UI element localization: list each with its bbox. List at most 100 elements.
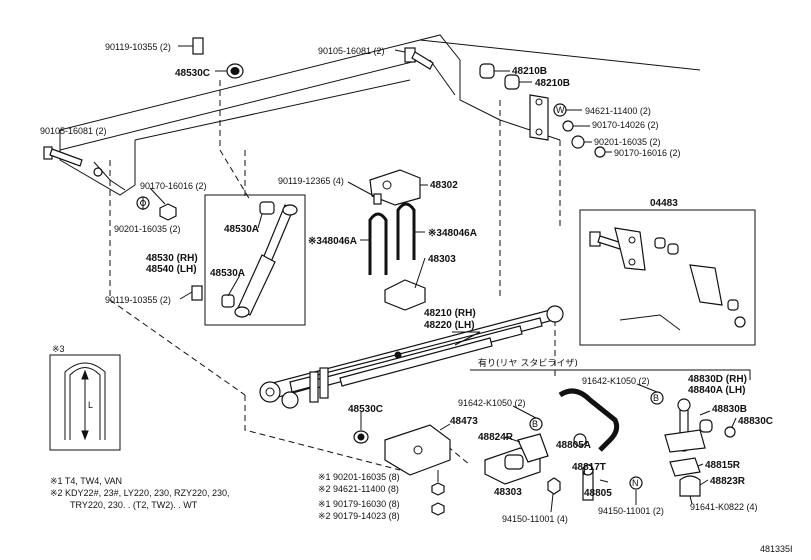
callout-label: 48530A — [210, 268, 245, 279]
stabilizer-link-48830 — [664, 398, 706, 453]
nut-94150-left — [547, 477, 561, 495]
nut-90170-16016 — [594, 146, 606, 158]
note-line: TRY220, 230. . (T2, TW2). . WT — [70, 500, 198, 510]
callout-label: 48815R — [705, 460, 741, 471]
bracket-48824r — [517, 433, 549, 463]
callout-label: 94621-11400 (2) — [585, 106, 651, 116]
callout-label: ※348046A — [308, 236, 357, 247]
bolt-top-left — [192, 37, 204, 55]
kit-04483-box — [579, 209, 756, 346]
u-bolt-left — [368, 212, 388, 275]
callout-label: 48303 — [428, 254, 456, 265]
stabilizer-box: N B B — [470, 369, 751, 501]
svg-text:B: B — [532, 419, 538, 429]
callout-label: 94150-11001 (2) — [598, 506, 664, 516]
b-marker-top: B — [650, 391, 664, 405]
diagram-code: 481335I — [760, 544, 793, 554]
labels: 90119-10355 (2) 48530C 90105-16081 (2) 9… — [40, 42, 793, 554]
callout-label: 48840A (LH) — [688, 385, 745, 396]
washer-note: ※2 90179-14023 (8) — [318, 511, 400, 521]
callout-label: 90119-10355 (2) — [105, 42, 171, 52]
callout-label: 48530C — [175, 68, 210, 79]
bolt-90119-12365 — [373, 193, 382, 205]
callout-label: 91642-K1050 (2) — [582, 376, 650, 386]
washer-note: ※2 94621-11400 (8) — [318, 484, 399, 494]
callout-label: 90201-16035 (2) — [594, 137, 661, 147]
callout-label: 48302 — [430, 180, 458, 191]
shock-absorber — [234, 203, 298, 318]
callout-label: 有り(リヤ スタビライザ) — [478, 357, 578, 369]
washer-90201 — [571, 135, 585, 149]
callout-label: 48805 — [584, 488, 612, 499]
callout-label: 48530C — [348, 404, 383, 415]
bushing-48530c-lower — [353, 430, 369, 444]
callout-label: 90170-14026 (2) — [592, 120, 659, 130]
callout-label: 90201-16035 (2) — [114, 224, 181, 234]
callout-label: 91642-K1050 (2) — [458, 398, 526, 408]
callout-label: 48823R — [710, 476, 746, 487]
bushing-48530a-top — [259, 201, 275, 215]
u-bolt-right — [396, 202, 416, 260]
callout-label: 48530 (RH) — [146, 253, 198, 264]
callout-label: 90170-16016 (2) — [614, 148, 681, 158]
svg-text:B: B — [653, 393, 659, 403]
b-marker-mid: B — [529, 417, 543, 431]
nut-90170-14026 — [562, 120, 574, 132]
leaf-spring — [259, 305, 564, 409]
callout-label: 48220 (LH) — [424, 320, 475, 331]
washer-note: ※1 90201-16035 (8) — [318, 472, 400, 482]
bolt-left-shackle — [43, 146, 126, 191]
shock-absorber-box — [204, 194, 306, 326]
callout-label: 90119-10355 (2) — [105, 295, 171, 305]
washer-94621: W — [553, 103, 567, 117]
callout-label: 90105-16081 (2) — [318, 46, 385, 56]
bolt-shock-lower — [191, 285, 203, 301]
bushing-48830b — [699, 419, 713, 433]
note-line: ※2 KDY22#, 23#, LY220, 230, RZY220, 230, — [50, 488, 230, 498]
washer-note: ※1 90179-16030 (8) — [318, 499, 400, 509]
svg-text:W: W — [556, 105, 565, 115]
frame-outline — [59, 34, 701, 471]
callout-label: 48817T — [572, 462, 606, 473]
spring-bracket-48302 — [369, 169, 421, 206]
callout-label: 48540 (LH) — [146, 264, 197, 275]
callout-label: 48303 — [494, 487, 522, 498]
callout-label: 48530A — [224, 224, 259, 235]
bushing-48530a-bottom — [221, 294, 235, 308]
callout-label: 48824R — [478, 432, 514, 443]
callout-label: 48830C — [738, 416, 773, 427]
bushing-48210b-a — [479, 63, 495, 79]
nut-left — [159, 203, 177, 221]
inset-dimension: L — [88, 400, 93, 410]
bushing-48530c-top — [226, 63, 244, 79]
spring-plate-48473 — [384, 424, 451, 482]
callout-label: 91641-K0822 (4) — [690, 502, 758, 512]
inset-label: ※3 — [52, 344, 65, 354]
washer-nut-stack — [431, 482, 445, 516]
callout-label: 48210B — [535, 78, 570, 89]
callout-label: ※348046A — [428, 228, 477, 239]
callout-label: 90105-16081 (2) — [40, 126, 107, 136]
bracket-48823r — [679, 475, 701, 497]
callout-label: 48210B — [512, 66, 547, 77]
bushing-48210b-b — [504, 74, 520, 90]
bushing-48815r — [669, 457, 701, 477]
callout-label: 48830B — [712, 404, 747, 415]
washer-48830c — [724, 426, 736, 438]
bolt-n-marker: N — [629, 476, 643, 490]
callout-label: 94150-11001 (4) — [502, 514, 568, 524]
inset-ubolt-length — [49, 354, 121, 451]
leader-lines — [142, 45, 737, 513]
spring-seat-48303-top — [384, 279, 426, 311]
callout-label: 48210 (RH) — [424, 308, 476, 319]
callout-label: 90119-12365 (4) — [278, 176, 344, 186]
note-line: ※1 T4, TW4, VAN — [50, 476, 122, 486]
callout-label: 48805A — [556, 440, 591, 451]
callout-label: 48473 — [450, 416, 478, 427]
link-48805 — [582, 464, 594, 501]
callout-label: 04483 — [650, 198, 678, 209]
bolt-top-middle — [404, 47, 434, 70]
svg-text:N: N — [632, 478, 639, 488]
